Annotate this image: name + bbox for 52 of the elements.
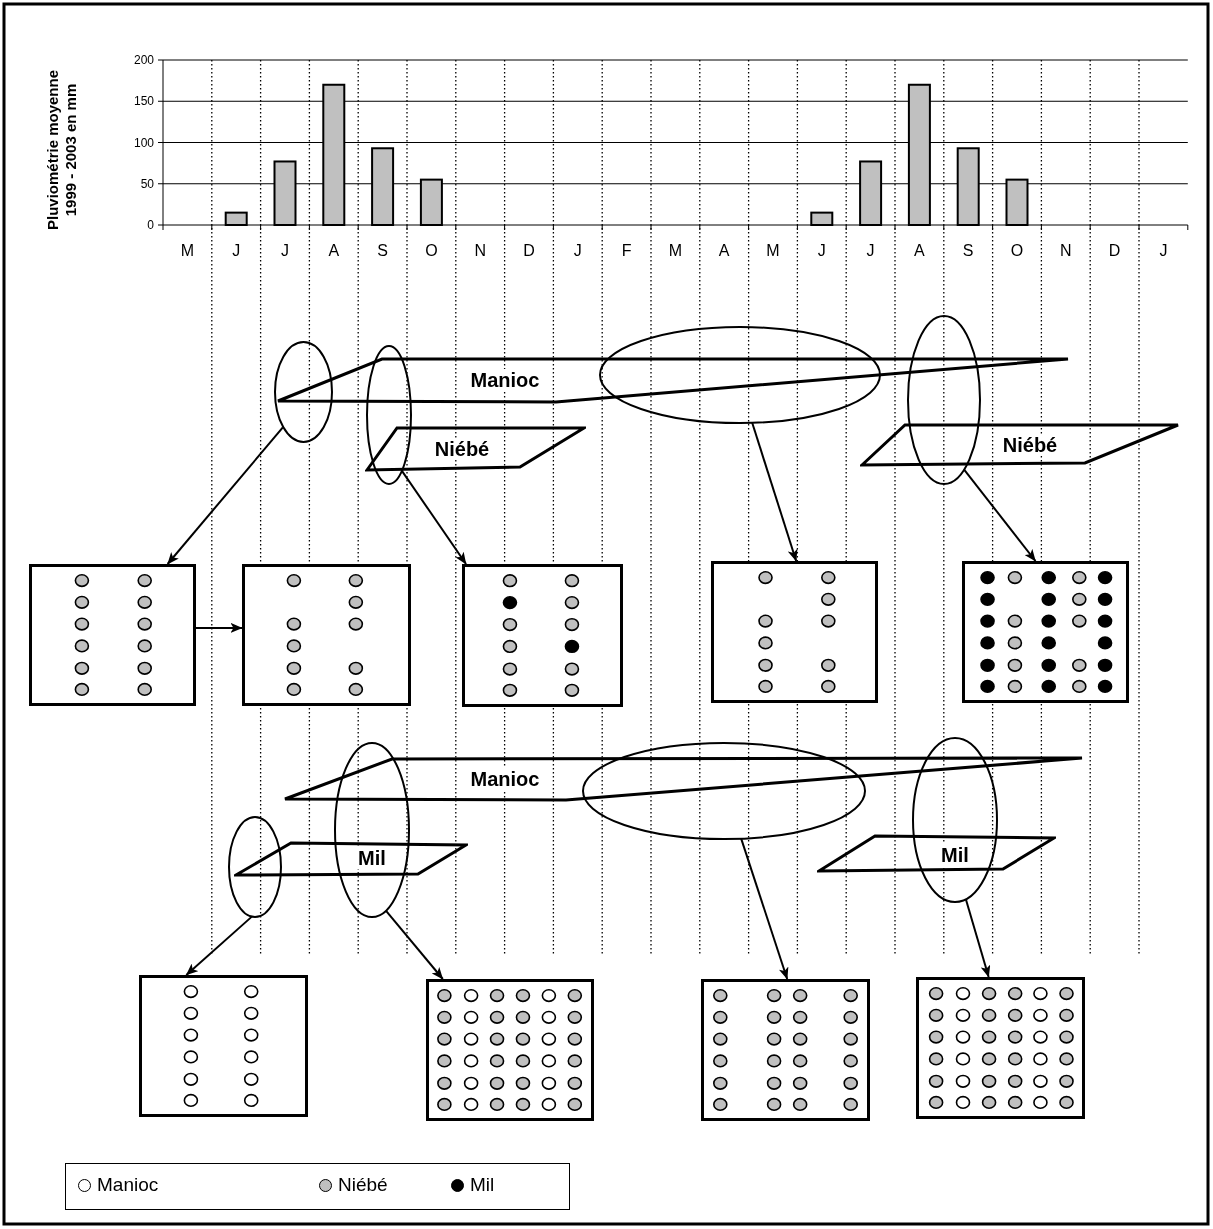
- arrow: [964, 898, 991, 978]
- month-label: J: [817, 242, 826, 259]
- arrow: [751, 421, 798, 562]
- month-label: J: [1159, 242, 1168, 259]
- month-label: O: [1010, 242, 1024, 259]
- crop-label: Mil: [356, 847, 388, 869]
- axis-tick-label: 100: [133, 135, 154, 150]
- month-label: J: [866, 242, 875, 259]
- arrow: [185, 915, 253, 976]
- month-label: S: [962, 242, 974, 259]
- legend-label: Niébé: [338, 1174, 388, 1196]
- month-label: J: [281, 242, 289, 259]
- field-plot-box: [701, 979, 870, 1121]
- axis-tick-label: 150: [133, 94, 154, 109]
- month-label: F: [621, 242, 632, 259]
- month-label: D: [523, 242, 535, 259]
- field-plot-box: [29, 564, 196, 706]
- crop-label: Mil: [939, 844, 971, 866]
- field-plot-box: [426, 979, 594, 1121]
- month-label: A: [718, 242, 730, 259]
- month-label: N: [1060, 242, 1072, 259]
- field-plot-box: [711, 561, 878, 703]
- month-label: A: [914, 242, 925, 259]
- month-label: M: [180, 242, 195, 259]
- arrow: [740, 837, 789, 980]
- field-plot-box: [462, 564, 623, 707]
- month-label: J: [573, 242, 582, 259]
- month-label: M: [766, 242, 780, 259]
- field-plot-box: [242, 564, 411, 706]
- month-label: A: [328, 242, 340, 259]
- month-label: O: [425, 242, 438, 259]
- axis-tick-label: 200: [133, 53, 154, 67]
- field-plot-box: [139, 975, 308, 1117]
- month-label: J: [232, 242, 241, 259]
- field-plot-box: [916, 977, 1085, 1119]
- legend-label: Manioc: [97, 1174, 159, 1196]
- legend-label: Mil: [470, 1174, 495, 1196]
- arrow: [384, 909, 444, 980]
- month-label: N: [474, 242, 486, 259]
- field-plot-box: [962, 561, 1129, 703]
- arrow: [400, 469, 468, 565]
- month-label: D: [1108, 242, 1121, 259]
- axis-tick-label: 0: [147, 218, 154, 232]
- crop-label: Manioc: [468, 768, 542, 790]
- arrow: [963, 468, 1037, 562]
- month-label: M: [668, 242, 683, 259]
- arrow: [195, 622, 243, 633]
- month-label: S: [377, 242, 388, 259]
- axis-title: Pluviométrie moyenne 1999 - 2003 en mm: [44, 68, 80, 233]
- arrow: [166, 426, 284, 565]
- axis-tick-label: 50: [140, 176, 154, 191]
- crop-label: Manioc: [468, 369, 542, 391]
